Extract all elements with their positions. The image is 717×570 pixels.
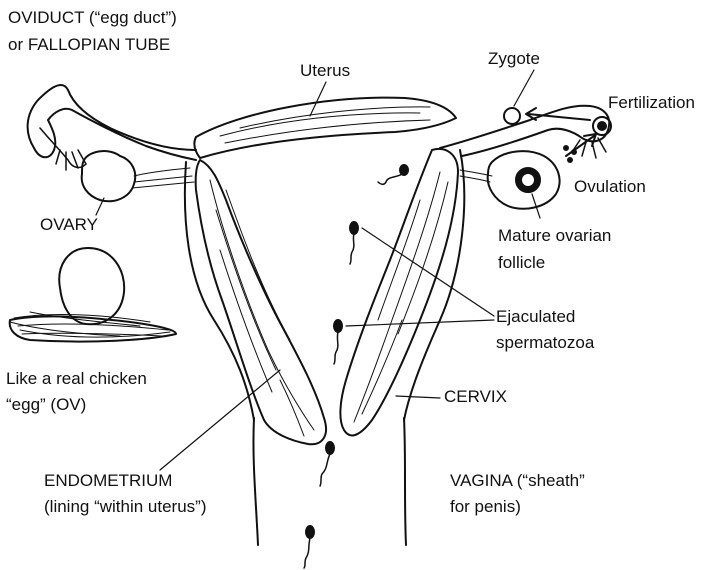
zygote-cell bbox=[504, 108, 520, 124]
leader-lines bbox=[96, 70, 540, 470]
label-ovary: OVARY bbox=[40, 214, 98, 235]
label-follicle-line1: Mature ovarian bbox=[498, 225, 611, 246]
leader-endometrium bbox=[160, 370, 280, 470]
label-zygote: Zygote bbox=[488, 48, 540, 69]
leader-cervix bbox=[396, 396, 440, 398]
uterus-outline bbox=[185, 150, 464, 420]
mature-follicle bbox=[516, 168, 540, 192]
ovulation-arrow bbox=[564, 134, 596, 162]
label-vagina-line2: for penis) bbox=[450, 496, 521, 517]
label-endometrium-line2: (lining “within uterus”) bbox=[44, 496, 207, 517]
vagina-outline bbox=[253, 418, 406, 545]
uterine-wall-right bbox=[340, 149, 458, 435]
label-vagina-line1: VAGINA (“sheath” bbox=[450, 470, 585, 491]
uterine-wall-left bbox=[196, 160, 326, 444]
leader-uterus bbox=[310, 82, 326, 116]
sperm-cell bbox=[304, 526, 314, 568]
label-fertilization: Fertilization bbox=[608, 92, 695, 113]
label-sperm-line1: Ejaculated bbox=[496, 306, 575, 327]
leader-sperm-1 bbox=[362, 228, 494, 316]
oviduct-right bbox=[440, 106, 609, 158]
sperm-cell bbox=[334, 320, 342, 364]
ovary-left bbox=[82, 151, 194, 201]
label-chicken-line1: Like a real chicken bbox=[6, 368, 147, 389]
uterus-fundus bbox=[194, 98, 456, 158]
label-endometrium-line1: ENDOMETRIUM bbox=[44, 470, 172, 491]
label-cervix: CERVIX bbox=[444, 386, 507, 407]
sperm-cell bbox=[350, 222, 358, 264]
oviduct-left bbox=[28, 85, 196, 170]
label-oviduct-line2: or FALLOPIAN TUBE bbox=[8, 34, 170, 55]
sperm-cells bbox=[304, 165, 408, 568]
leader-zygote bbox=[514, 70, 534, 106]
chicken-egg-illustration bbox=[10, 248, 176, 342]
label-follicle-line2: follicle bbox=[498, 252, 545, 273]
ovary-right bbox=[460, 151, 560, 209]
label-sperm-line2: spermatozoa bbox=[496, 332, 594, 353]
label-ovulation: Ovulation bbox=[574, 176, 646, 197]
label-chicken-line2: “egg” (OV) bbox=[6, 394, 86, 415]
label-uterus: Uterus bbox=[300, 60, 350, 81]
sperm-cell bbox=[320, 442, 334, 486]
label-oviduct-line1: OVIDUCT (“egg duct”) bbox=[8, 7, 177, 28]
sperm-cell bbox=[378, 165, 408, 184]
